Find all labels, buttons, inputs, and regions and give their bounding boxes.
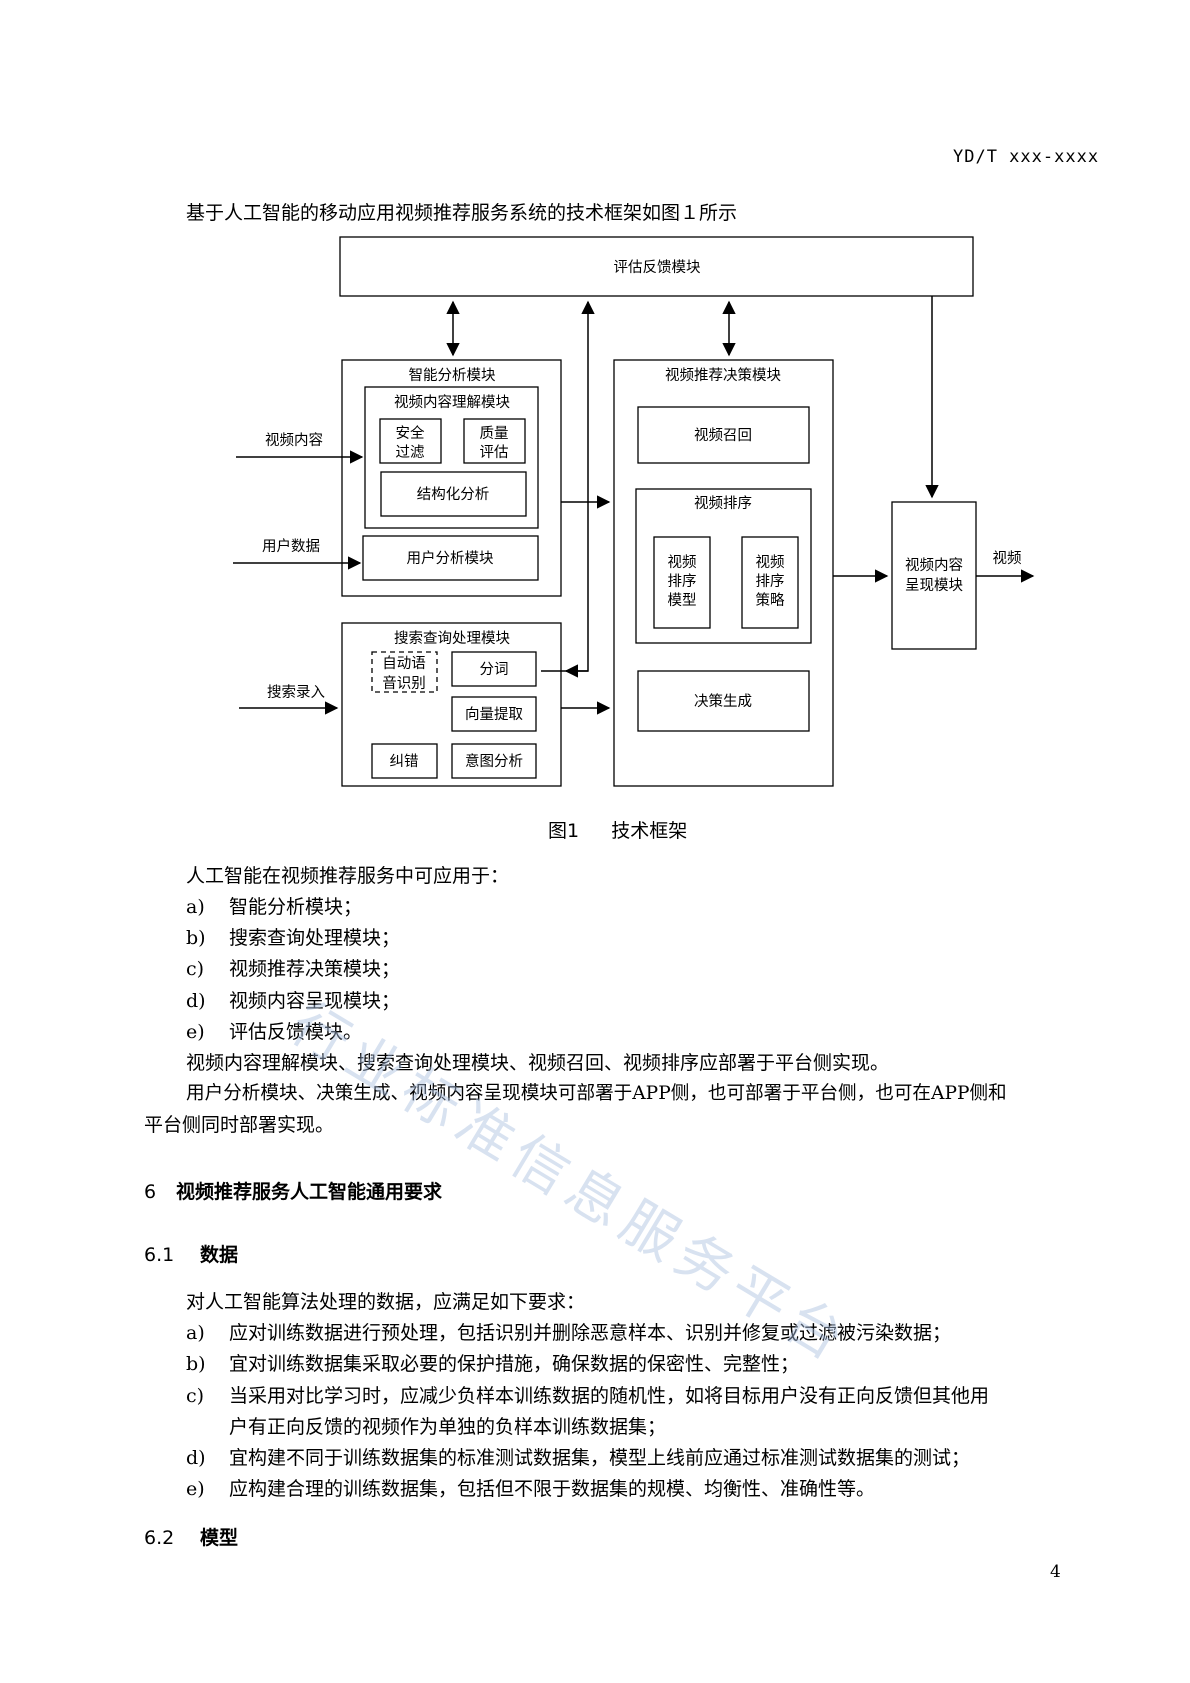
- content-understanding-label: 视频内容理解模块: [394, 394, 510, 411]
- deployment-paragraph-2: 用户分析模块、决策生成、视频内容呈现模块可部署于APP侧，也可部署于平台侧，也可…: [186, 1083, 1007, 1104]
- data-requirements-lead: 对人工智能算法处理的数据，应满足如下要求：: [186, 1291, 586, 1313]
- quality-box: [463, 418, 526, 464]
- generate-box: [637, 670, 810, 732]
- decision-module-box: [613, 359, 834, 787]
- intent-box: [451, 743, 537, 779]
- list-item: b)宜对训练数据集采取必要的保护措施，确保数据的保密性、完整性；: [186, 1353, 800, 1375]
- recall-label: 视频召回: [694, 427, 752, 444]
- list-item: a)应对训练数据进行预处理，包括识别并删除恶意样本、识别并修复或过滤被污染数据；: [186, 1322, 952, 1344]
- deployment-paragraph-1: 视频内容理解模块、搜索查询处理模块、视频召回、视频排序应部署于平台侧实现。: [186, 1052, 890, 1074]
- vector-box: [451, 696, 537, 732]
- ranking-box: [635, 488, 812, 644]
- rank-strategy-label-3: 策略: [756, 592, 785, 609]
- document-code: YD/T xxx-xxxx: [953, 147, 1100, 167]
- rank-strategy-box: [741, 536, 799, 629]
- applications-lead: 人工智能在视频推荐服务中可应用于：: [186, 865, 510, 887]
- figure-caption: 图1 技术框架: [548, 816, 687, 843]
- intent-label: 意图分析: [465, 752, 523, 770]
- list-item: 户有正向反馈的视频作为单独的负样本训练数据集；: [229, 1416, 667, 1438]
- list-item: a)智能分析模块；: [186, 896, 363, 918]
- list-item: e)应构建合理的训练数据集，包括但不限于数据集的规模、均衡性、准确性等。: [186, 1478, 876, 1500]
- input-video-content: 视频内容: [265, 432, 323, 449]
- rank-model-label-3: 模型: [668, 592, 697, 609]
- rank-model-label-2: 排序: [668, 573, 697, 590]
- safety-label-1: 安全: [396, 424, 425, 442]
- eval-module-label: 评估反馈模块: [614, 259, 701, 276]
- segment-box: [451, 651, 537, 687]
- structured-label: 结构化分析: [417, 486, 490, 503]
- list-item: e)评估反馈模块。: [186, 1021, 363, 1043]
- user-analysis-box: [362, 535, 539, 581]
- search-title: 搜索查询处理模块: [394, 630, 510, 647]
- rank-model-box: [653, 536, 711, 629]
- present-module-box: [891, 501, 977, 650]
- list-item: c)视频推荐决策模块；: [186, 958, 401, 980]
- decision-title: 视频推荐决策模块: [665, 367, 781, 384]
- asr-box: [371, 651, 438, 693]
- list-item: d)视频内容呈现模块；: [186, 990, 401, 1012]
- ranking-label: 视频排序: [694, 495, 752, 512]
- correct-label: 纠错: [390, 753, 419, 770]
- safety-box: [379, 418, 442, 464]
- correct-box: [371, 743, 438, 779]
- present-label-2: 呈现模块: [905, 577, 963, 594]
- search-module-box: [341, 622, 562, 787]
- structured-box: [380, 471, 527, 517]
- input-user-data: 用户数据: [262, 538, 320, 555]
- intro-text: 基于人工智能的移动应用视频推荐服务系统的技术框架如图１所示: [186, 202, 738, 224]
- analysis-title: 智能分析模块: [409, 367, 496, 384]
- asr-label-2: 音识别: [382, 675, 426, 692]
- list-item: b)搜索查询处理模块；: [186, 927, 401, 949]
- generate-label: 决策生成: [694, 693, 752, 710]
- user-analysis-label: 用户分析模块: [407, 550, 494, 567]
- rank-strategy-label-2: 排序: [756, 573, 785, 590]
- content-understanding-box: [364, 386, 539, 529]
- present-label-1: 视频内容: [905, 557, 963, 574]
- list-item: d)宜构建不同于训练数据集的标准测试数据集，模型上线前应通过标准测试数据集的测试…: [186, 1447, 971, 1469]
- recall-box: [637, 406, 810, 464]
- eval-module-box: [339, 236, 974, 297]
- figure-number: 图1: [548, 820, 580, 842]
- input-search: 搜索录入: [267, 684, 325, 701]
- output-video: 视频: [993, 550, 1022, 567]
- quality-label-1: 质量: [480, 425, 509, 442]
- safety-label-2: 过滤: [396, 444, 425, 461]
- list-item: c)当采用对比学习时，应减少负样本训练数据的随机性，如将目标用户没有正向反馈但其…: [186, 1385, 990, 1407]
- tech-framework-diagram: 评估反馈模块 智能分析模块 视频内容理解模块 安全 过滤 质量 评估 结构化分析…: [233, 236, 1035, 787]
- figure-title: 技术框架: [611, 820, 688, 842]
- page-number: 4: [1050, 1562, 1061, 1582]
- segment-label: 分词: [480, 661, 509, 678]
- rank-strategy-label-1: 视频: [756, 554, 785, 571]
- asr-label-1: 自动语: [382, 655, 426, 672]
- rank-model-label-1: 视频: [668, 554, 697, 571]
- vector-label: 向量提取: [465, 706, 523, 723]
- deployment-paragraph-2-cont: 平台侧同时部署实现。: [144, 1114, 335, 1136]
- analysis-module-box: [341, 359, 562, 597]
- quality-label-2: 评估: [480, 444, 509, 461]
